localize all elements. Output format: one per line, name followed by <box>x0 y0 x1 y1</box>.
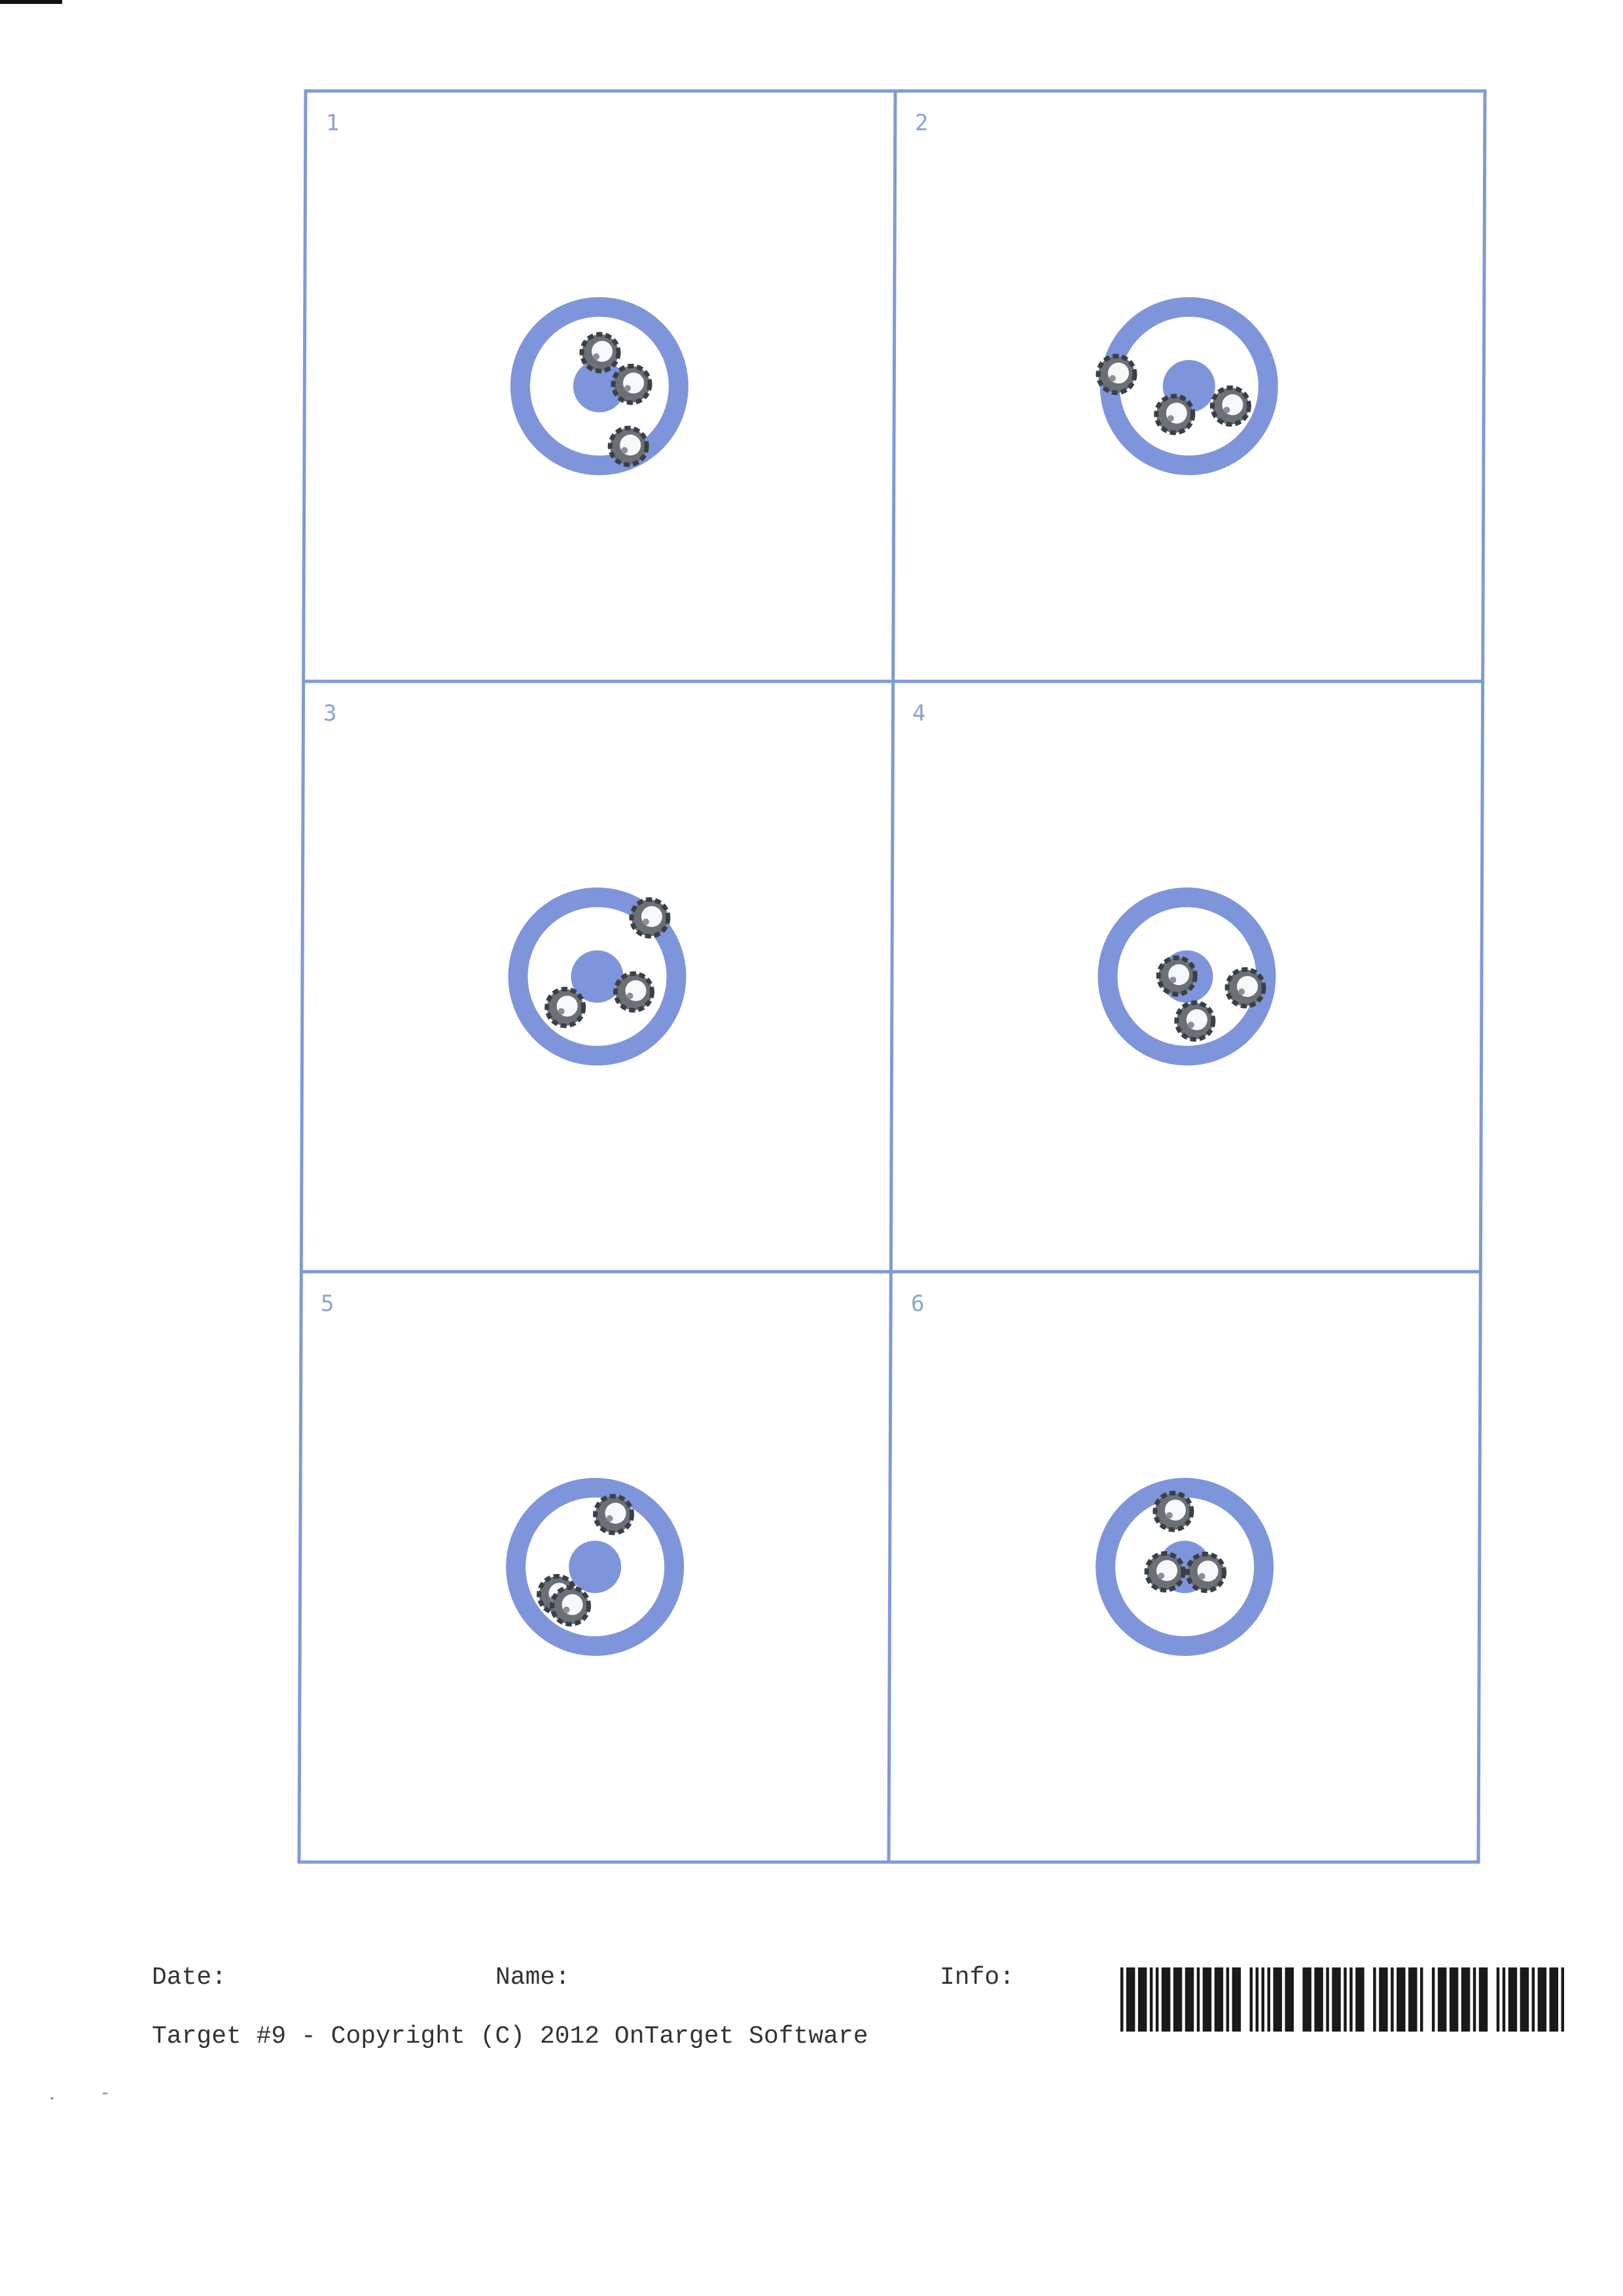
barcode-bar <box>1397 1967 1406 2032</box>
info-label: Info: <box>940 1964 1015 1992</box>
scan-speck <box>50 2097 54 2100</box>
barcode-bar <box>1267 1967 1270 2032</box>
target-number-6: 6 <box>911 1291 925 1317</box>
barcode-bar <box>1273 1967 1282 2032</box>
barcode-bar <box>1449 1967 1459 2032</box>
target-2 <box>1096 297 1278 475</box>
barcode-bar <box>1285 1967 1294 2032</box>
barcode <box>1120 1967 1564 2032</box>
target-number-5: 5 <box>321 1291 334 1317</box>
barcode-bar <box>1249 1967 1253 2032</box>
barcode-bar <box>1155 1967 1159 2032</box>
bullet-hole <box>1152 1490 1194 1532</box>
barcode-bar <box>1302 1967 1311 2032</box>
target-number-1: 1 <box>326 110 340 136</box>
barcode-bar <box>1149 1967 1153 2032</box>
barcode-bar <box>1314 1967 1323 2032</box>
target-number-2: 2 <box>915 110 929 136</box>
bullet-hole <box>1156 955 1198 997</box>
barcode-bar <box>1173 1967 1183 2032</box>
barcode-bar <box>1373 1967 1376 2032</box>
barcode-bar <box>1379 1967 1388 2032</box>
barcode-bar <box>1549 1967 1559 2032</box>
barcode-bar <box>1472 1967 1476 2032</box>
barcode-bar <box>1161 1967 1171 2032</box>
barcode-bar <box>1561 1967 1564 2032</box>
barcode-bar <box>1126 1967 1135 2032</box>
barcode-bar <box>1520 1967 1529 2032</box>
target-ring <box>1097 888 1276 1066</box>
barcode-bar <box>1391 1967 1394 2032</box>
target-ring <box>508 888 687 1066</box>
barcode-bar <box>1408 1967 1418 2032</box>
barcode-bar <box>1120 1967 1124 2032</box>
barcode-bar <box>1431 1967 1435 2032</box>
barcode-bar <box>1355 1967 1364 2032</box>
bullet-hole <box>1224 967 1266 1009</box>
barcode-bar <box>1419 1967 1423 2032</box>
bullet-hole <box>1096 353 1137 395</box>
bullet-hole <box>1185 1551 1227 1593</box>
target-number-4: 4 <box>912 700 926 726</box>
barcode-bar <box>1255 1967 1259 2032</box>
bullet-hole <box>550 1585 592 1627</box>
barcode-bar <box>1349 1967 1353 2032</box>
barcode-bar <box>1344 1967 1347 2032</box>
bullet-hole <box>579 332 621 374</box>
barcode-bar <box>1537 1967 1547 2032</box>
bullet-hole <box>611 363 652 405</box>
bullet-hole <box>613 971 654 1013</box>
barcode-bar <box>1261 1967 1265 2032</box>
barcode-bar <box>1496 1967 1500 2032</box>
target-6 <box>1096 1478 1274 1656</box>
target-number-3: 3 <box>323 700 337 726</box>
barcode-bar <box>1196 1967 1200 2032</box>
target-4 <box>1097 888 1276 1066</box>
bullet-hole <box>1174 1000 1216 1042</box>
scan-speck <box>102 2092 108 2094</box>
barcode-bar <box>1326 1967 1329 2032</box>
bullet-hole <box>1154 393 1196 435</box>
target-1 <box>510 297 688 475</box>
bullet-hole <box>1144 1551 1186 1593</box>
target-5 <box>506 1478 685 1656</box>
bullet-hole <box>629 897 671 939</box>
grid-divider-vertical <box>887 90 897 1863</box>
barcode-bar <box>1508 1967 1518 2032</box>
barcode-bar <box>1502 1967 1506 2032</box>
bullet-hole <box>544 986 586 1028</box>
target-ring <box>1096 1478 1274 1656</box>
bullseye <box>573 360 626 412</box>
barcode-bar <box>1478 1967 1488 2032</box>
target-3 <box>508 888 687 1066</box>
barcode-bar <box>1232 1967 1241 2032</box>
name-label: Name: <box>495 1964 571 1992</box>
barcode-bar <box>1214 1967 1224 2032</box>
date-label: Date: <box>152 1964 227 1992</box>
bullet-hole <box>593 1494 635 1535</box>
barcode-bar <box>1461 1967 1471 2032</box>
barcode-bar <box>1437 1967 1447 2032</box>
scan-edge-mark <box>0 0 62 4</box>
copyright-text: Target #9 - Copyright (C) 2012 OnTarget … <box>152 2022 868 2051</box>
barcode-bar <box>1137 1967 1147 2032</box>
bullet-hole <box>607 425 649 467</box>
target-ring <box>506 1478 685 1656</box>
barcode-bar <box>1332 1967 1341 2032</box>
bullseye <box>569 1541 622 1593</box>
barcode-bar <box>1226 1967 1230 2032</box>
barcode-bar <box>1202 1967 1212 2032</box>
barcode-bar <box>1531 1967 1535 2032</box>
barcode-bar <box>1185 1967 1194 2032</box>
target-ring <box>510 297 688 475</box>
bullseye <box>571 950 624 1003</box>
bullet-hole <box>1209 385 1251 427</box>
